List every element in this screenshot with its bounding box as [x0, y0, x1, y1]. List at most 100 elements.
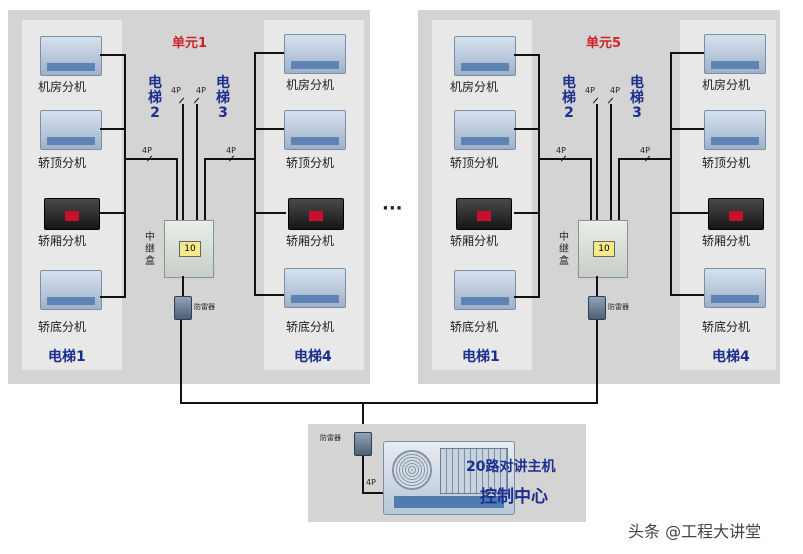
- wire: [362, 402, 364, 434]
- device-label: 轿顶分机: [702, 156, 751, 170]
- speaker-icon: [392, 450, 432, 490]
- surge-arrester-icon: [174, 296, 192, 320]
- wire-label-4p: 4P: [196, 86, 206, 95]
- unit-title: 单元5: [586, 36, 622, 51]
- wire: [100, 128, 126, 130]
- ellipsis: ···: [382, 198, 403, 219]
- device-label: 轿底分机: [702, 320, 751, 334]
- wire-label-4p: 4P: [556, 146, 566, 155]
- wire: [180, 402, 598, 404]
- device-label: 轿底分机: [286, 320, 335, 334]
- car-cabin-station-icon: [708, 198, 764, 230]
- elevator-3-label: 电梯3: [216, 75, 230, 121]
- wire: [180, 320, 182, 404]
- wire-label-4p: 4P: [640, 146, 650, 155]
- intercom-master-icon: [383, 441, 515, 515]
- wire: [124, 54, 126, 298]
- elevator-label: 电梯1: [48, 349, 86, 365]
- car-cabin-station-icon: [456, 198, 512, 230]
- unit-title: 单元1: [172, 36, 208, 51]
- wire: [100, 212, 126, 214]
- car-top-station-icon: [704, 110, 766, 150]
- wire: [254, 52, 284, 54]
- wire: [618, 158, 620, 220]
- wire: [596, 320, 598, 404]
- car-bottom-station-icon: [454, 270, 516, 310]
- relay-display: 10: [593, 241, 615, 257]
- car-bottom-station-icon: [284, 268, 346, 308]
- wire: [176, 158, 178, 220]
- device-label: 机房分机: [38, 80, 87, 94]
- machine-room-station-icon: [704, 34, 766, 74]
- wire-label-4p: 4P: [610, 86, 620, 95]
- wire: [538, 158, 590, 160]
- wire: [362, 456, 364, 494]
- wire: [670, 52, 704, 54]
- surge-arrester-icon: [354, 432, 372, 456]
- keypad-icon: [440, 448, 508, 494]
- device-label: 轿厢分机: [286, 234, 335, 248]
- surge-arrester-icon: [588, 296, 606, 320]
- wire: [254, 294, 284, 296]
- relay-box: 10: [578, 220, 628, 278]
- device-label: 轿顶分机: [38, 156, 87, 170]
- wire: [204, 158, 206, 220]
- wire: [254, 128, 284, 130]
- elevator-label: 电梯4: [294, 349, 332, 365]
- wire: [124, 158, 176, 160]
- wire-label-4p: 4P: [171, 86, 181, 95]
- arrester-label: 防雷器: [194, 303, 215, 311]
- relay-label: 中继盒: [145, 232, 155, 267]
- car-top-station-icon: [454, 110, 516, 150]
- wire: [182, 104, 184, 220]
- device-label: 轿底分机: [450, 320, 499, 334]
- elevator-2-label: 电梯2: [562, 75, 576, 121]
- car-bottom-station-icon: [40, 270, 102, 310]
- wire: [596, 104, 598, 220]
- wire: [590, 158, 592, 220]
- elevator-label: 电梯1: [462, 349, 500, 365]
- car-cabin-station-icon: [44, 198, 100, 230]
- device-label: 轿厢分机: [38, 234, 87, 248]
- device-label: 机房分机: [702, 78, 751, 92]
- wire: [100, 54, 126, 56]
- wire-label-4p: 4P: [585, 86, 595, 95]
- elevator-3-label: 电梯3: [630, 75, 644, 121]
- master-base: [394, 496, 504, 508]
- machine-room-station-icon: [454, 36, 516, 76]
- elevator-column-right: [264, 20, 364, 370]
- wire-label-4p: 4P: [226, 146, 236, 155]
- device-label: 机房分机: [286, 78, 335, 92]
- wire: [670, 128, 704, 130]
- wire: [362, 492, 384, 494]
- device-label: 轿底分机: [38, 320, 87, 334]
- elevator-2-label: 电梯2: [148, 75, 162, 121]
- watermark: 头条 @工程大讲堂: [628, 522, 762, 541]
- car-top-station-icon: [40, 110, 102, 150]
- wire: [596, 276, 598, 298]
- wire: [100, 296, 126, 298]
- arrester-label: 防雷器: [608, 303, 629, 311]
- machine-room-station-icon: [40, 36, 102, 76]
- wire: [610, 104, 612, 220]
- relay-box: 10: [164, 220, 214, 278]
- wire-label-4p: 4P: [366, 478, 376, 487]
- wire: [182, 276, 184, 298]
- elevator-column-left: [432, 20, 532, 370]
- machine-room-station-icon: [284, 34, 346, 74]
- device-label: 轿厢分机: [450, 234, 499, 248]
- wire: [670, 52, 672, 296]
- wire: [514, 212, 540, 214]
- wire: [514, 296, 540, 298]
- device-label: 轿厢分机: [702, 234, 751, 248]
- wire: [670, 212, 708, 214]
- wire: [196, 104, 198, 220]
- wire: [538, 54, 540, 298]
- wire: [514, 54, 540, 56]
- device-label: 轿顶分机: [450, 156, 499, 170]
- elevator-label: 电梯4: [712, 349, 750, 365]
- elevator-column-left: [22, 20, 122, 370]
- car-top-station-icon: [284, 110, 346, 150]
- relay-display: 10: [179, 241, 201, 257]
- wire: [514, 128, 540, 130]
